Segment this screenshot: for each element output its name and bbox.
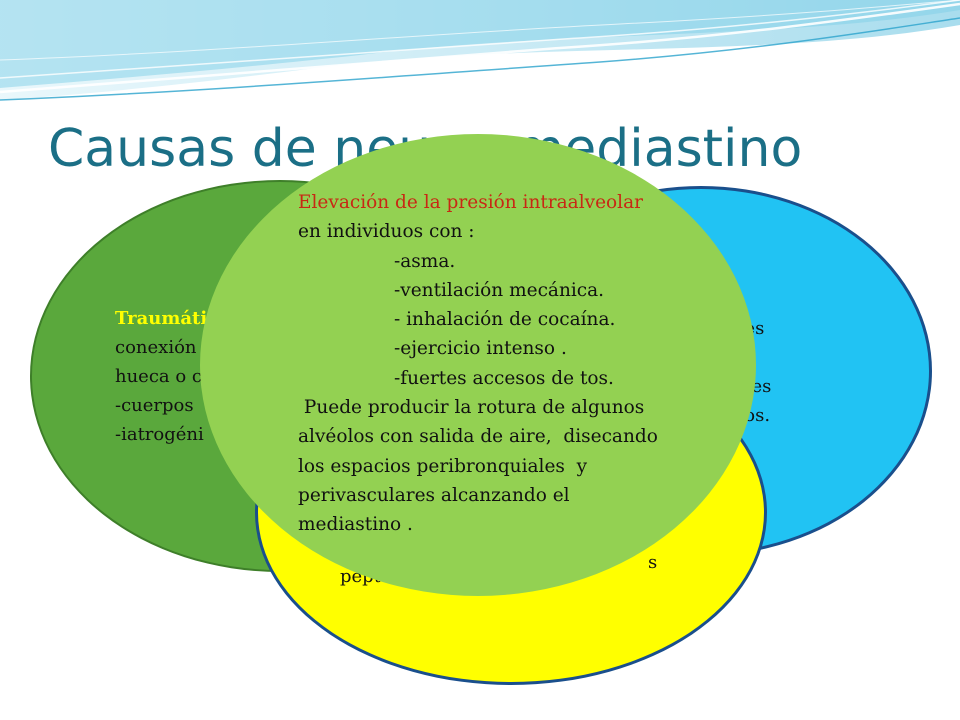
body-line: mediastino . [298, 514, 413, 536]
cause-item: -fuertes accesos de tos. [394, 367, 614, 389]
body-line: los espacios peribronquiales y [298, 455, 588, 477]
traumatic-line: hueca o c [115, 366, 203, 387]
body-line: Puede producir la rotura de algunos [298, 397, 645, 419]
decorative-waves [0, 0, 960, 101]
cause-item: -asma. [394, 250, 456, 272]
bottom-line-end: s [648, 552, 658, 573]
body-line: alvéolos con salida de aire, disecando [298, 426, 658, 448]
traumatic-heading: Traumáti [115, 308, 208, 329]
traumatic-line: -cuerpos [115, 395, 194, 416]
cause-item: - inhalación de cocaína. [394, 309, 616, 331]
traumatic-text: Traumáti conexión hueca o c -cuerpos -ia… [115, 304, 207, 449]
cause-item: -ejercicio intenso . [394, 338, 567, 360]
intraalveolar-intro: en individuos con : [298, 221, 475, 243]
intraalveolar-heading: Elevación de la presión intraalveolar [298, 192, 643, 213]
traumatic-line: -iatrogéni [115, 424, 204, 445]
cause-item: -ventilación mecánica. [394, 279, 605, 301]
ellipse-intraalveolar [200, 134, 756, 596]
body-line: perivasculares alcanzando el [298, 484, 570, 506]
traumatic-line: conexión [115, 337, 197, 358]
intraalveolar-text: Elevación de la presión intraalveolar en… [298, 188, 658, 540]
